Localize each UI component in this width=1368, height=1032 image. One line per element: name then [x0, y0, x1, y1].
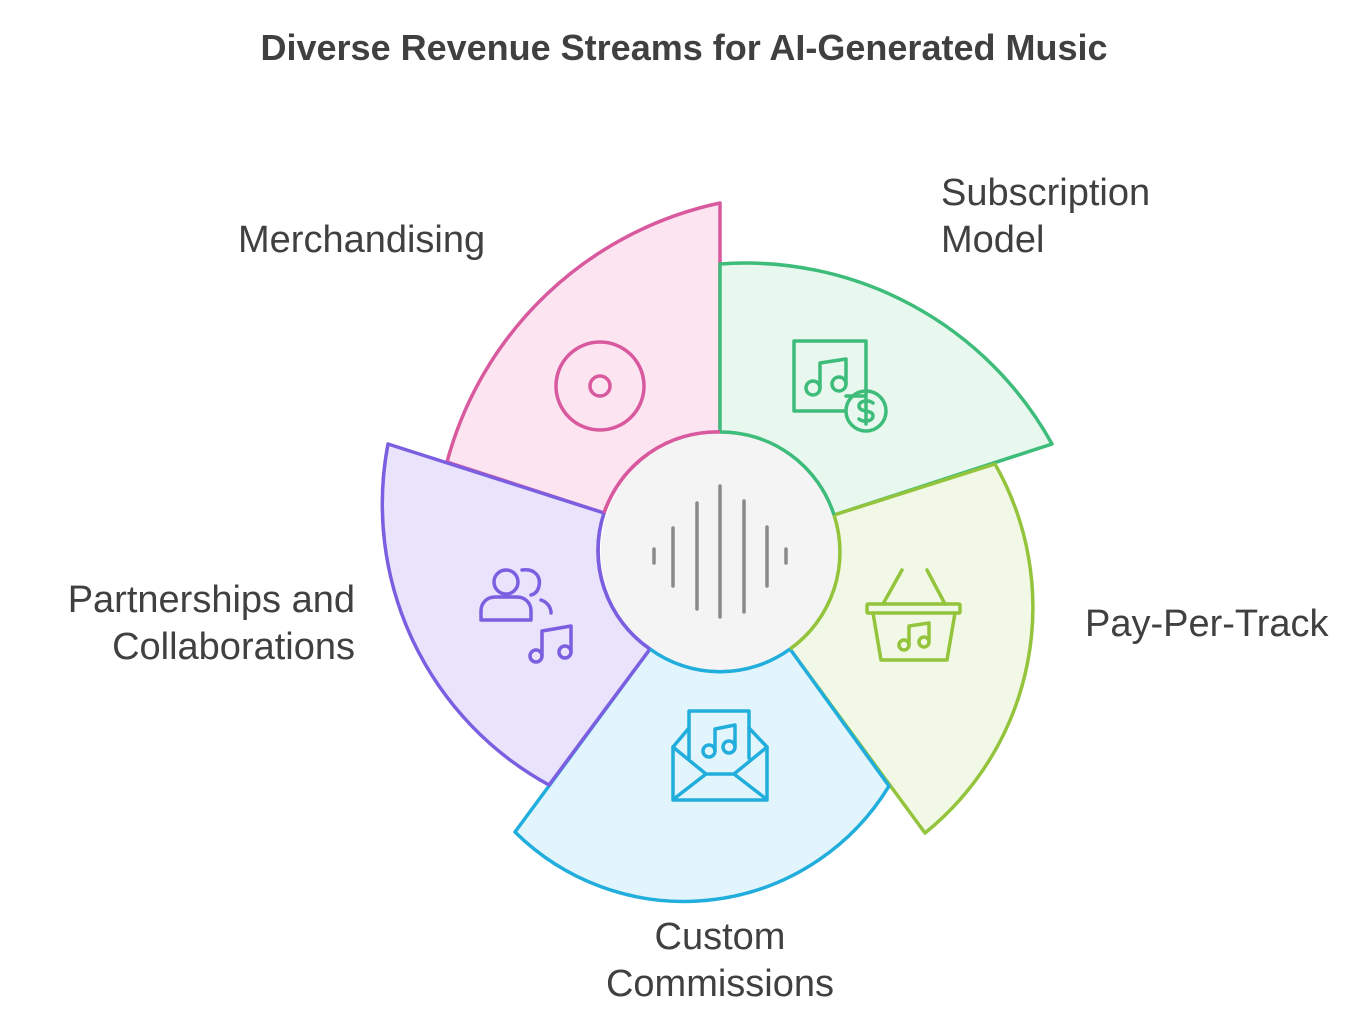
- label-partnerships-and-collaborations: Partnerships and Collaborations: [67, 579, 355, 668]
- users-music-icon: [479, 567, 573, 664]
- music-file-dollar-icon: [792, 339, 888, 433]
- music-envelope-icon: [671, 709, 769, 802]
- label-merchandising: Merchandising: [238, 219, 486, 261]
- music-basket-icon: [865, 568, 962, 662]
- vinyl-disc-icon: [554, 340, 646, 432]
- diagram-title: Diverse Revenue Streams for AI-Generated…: [260, 27, 1108, 68]
- sound-wave-icon: [652, 484, 788, 619]
- label-custom-commissions: Custom Commissions: [605, 916, 835, 1005]
- label-pay-per-track: Pay-Per-Track: [1085, 603, 1329, 645]
- label-subscription-model: Subscription Model: [941, 172, 1151, 261]
